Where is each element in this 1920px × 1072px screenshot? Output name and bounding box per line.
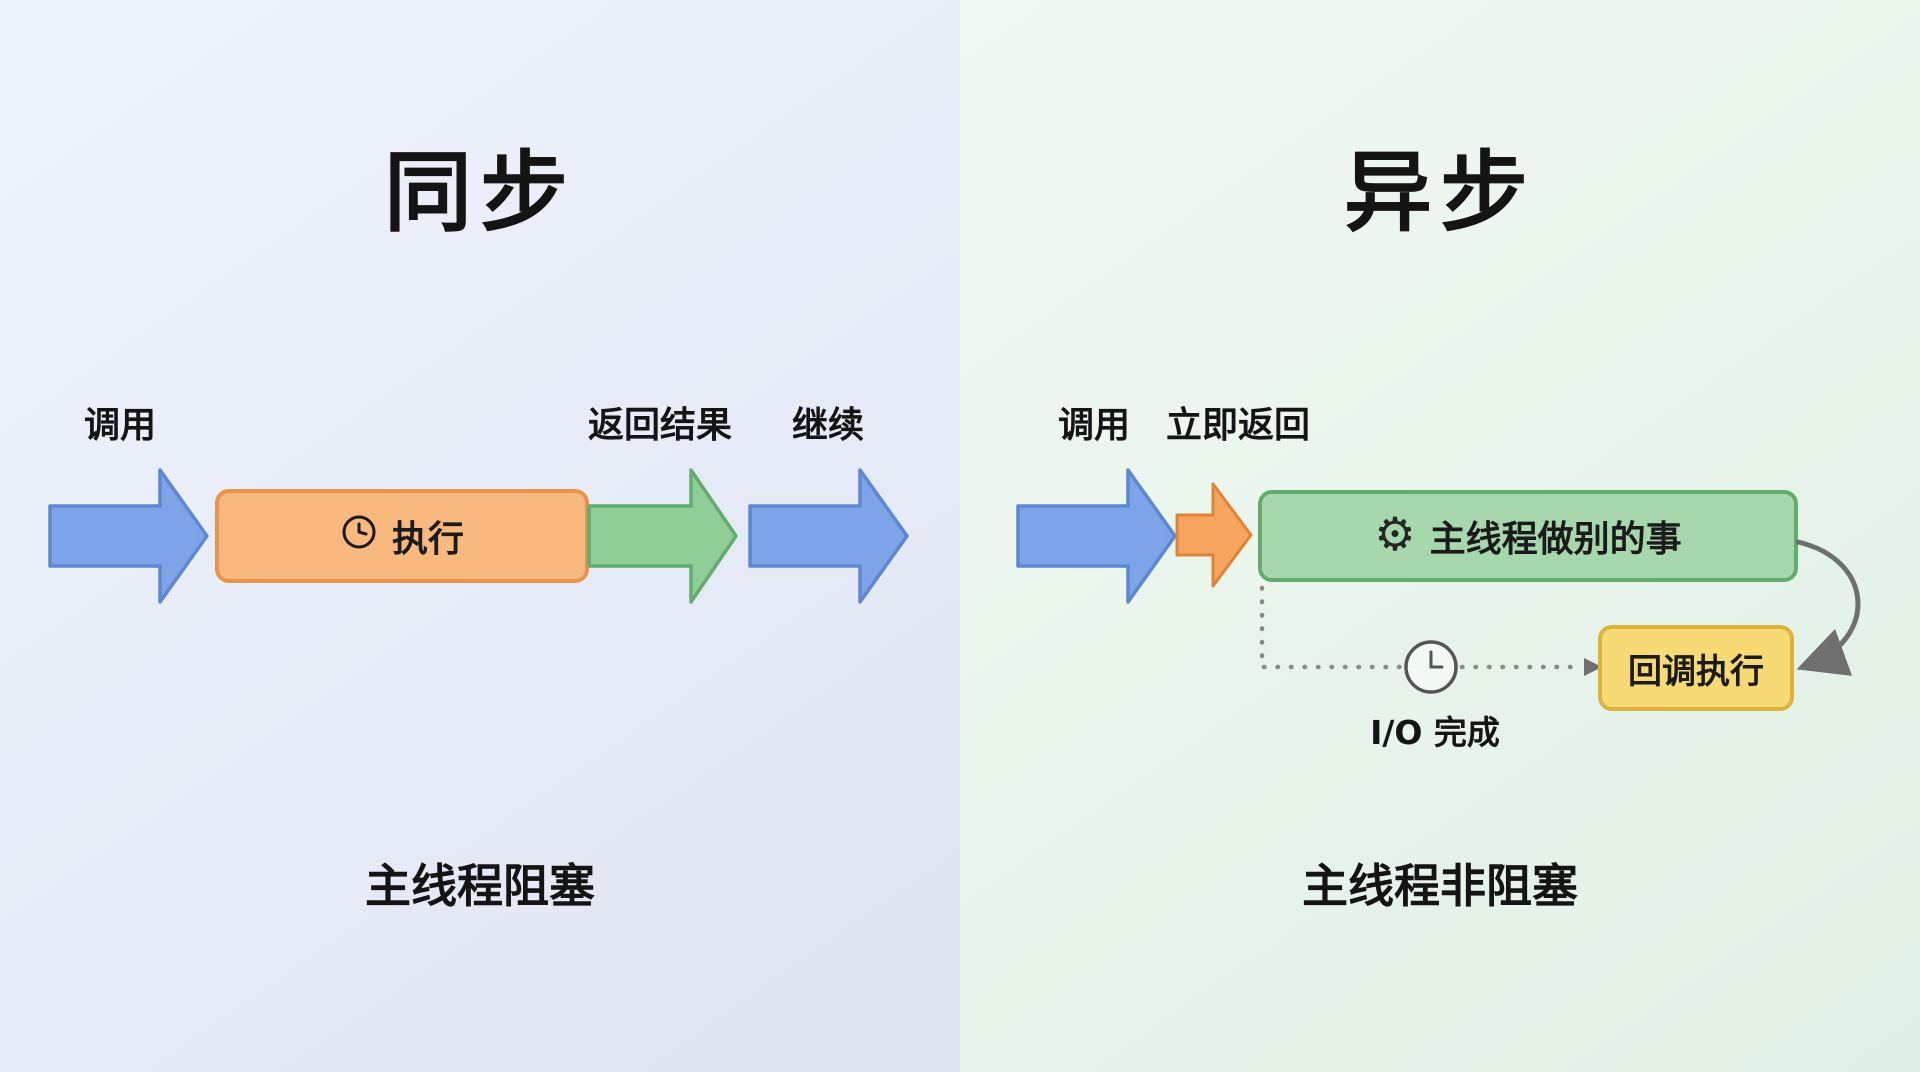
clock-icon <box>340 513 378 560</box>
return-result-arrow <box>587 468 738 604</box>
continue-label: 继续 <box>792 405 865 446</box>
async-call-label: 调用 <box>1058 405 1131 446</box>
io-wait-connector <box>1259 585 1602 694</box>
immediate-return-label: 立即返回 <box>1166 405 1311 446</box>
callback-label: 回调执行 <box>1628 651 1764 692</box>
async-title: 异步 <box>1343 141 1536 244</box>
main-thread-box: ⚙ 主线程做别的事 <box>1258 490 1798 582</box>
call-arrow <box>48 468 209 604</box>
main-thread-label: 主线程做别的事 <box>1429 519 1682 560</box>
io-done-label: I/O 完成 <box>1370 713 1500 752</box>
call-label: 调用 <box>84 405 157 446</box>
immediate-return-arrow <box>1175 482 1253 588</box>
callback-box: 回调执行 <box>1598 625 1794 711</box>
sync-panel: 同步 调用 返回结果 继续 执行 主线程阻塞 <box>0 0 960 1072</box>
async-bottom-label: 主线程非阻塞 <box>1302 859 1578 913</box>
sync-bottom-label: 主线程阻塞 <box>365 859 595 913</box>
return-result-label: 返回结果 <box>588 405 733 446</box>
execute-box: 执行 <box>215 489 589 583</box>
sync-title: 同步 <box>383 141 576 244</box>
continue-arrow <box>748 468 909 604</box>
async-panel: 异步 调用 立即返回 ⚙ 主线程做别的事 <box>960 0 1920 1072</box>
callback-curve-arrow <box>1795 539 1861 676</box>
gear-icon: ⚙ <box>1374 507 1416 561</box>
async-call-arrow <box>1016 468 1177 604</box>
execute-label: 执行 <box>391 519 464 560</box>
